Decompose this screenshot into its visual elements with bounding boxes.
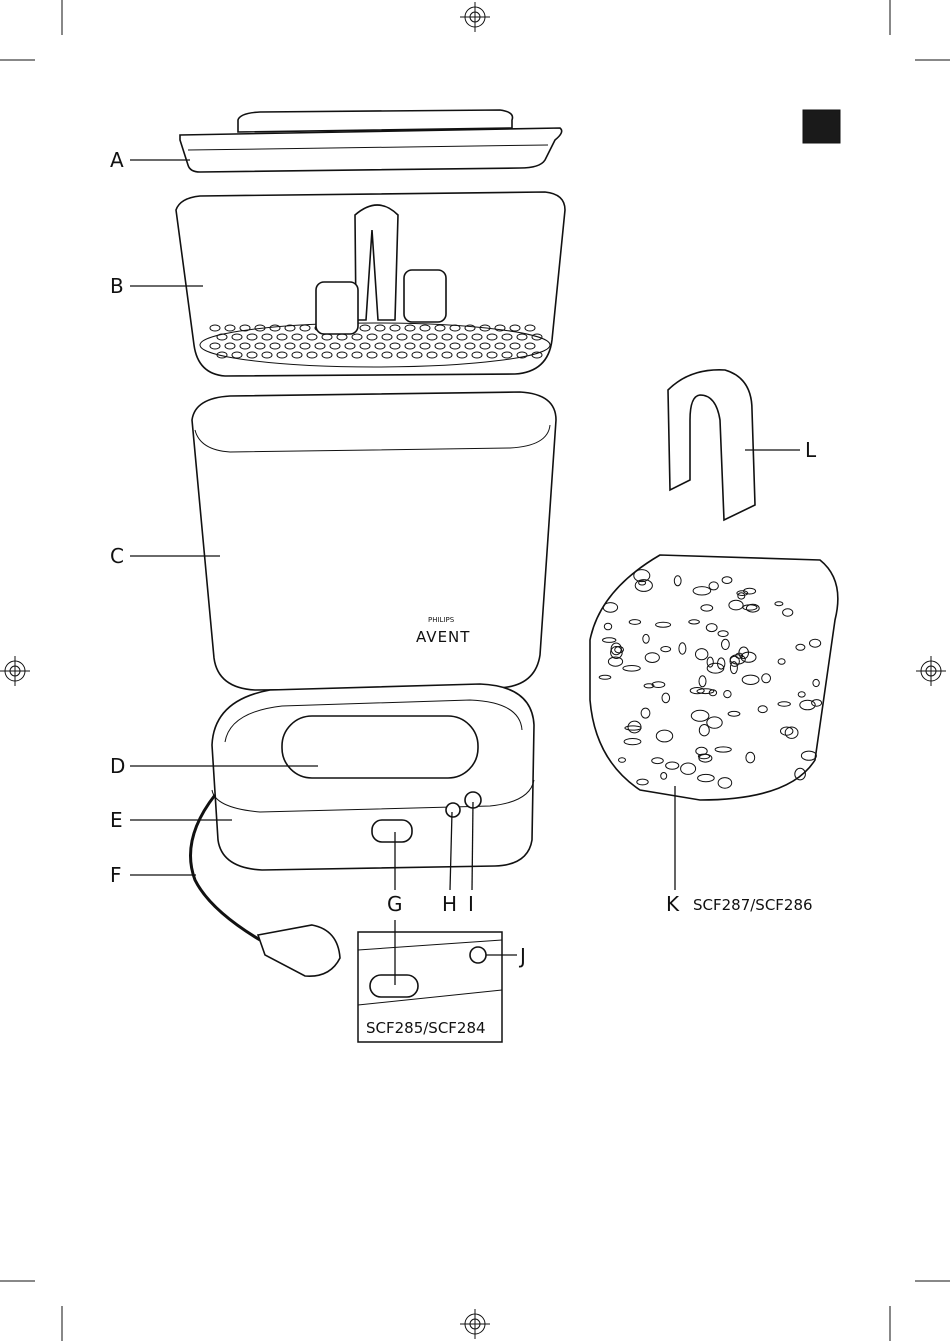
part-basket xyxy=(590,555,838,800)
label-i: I xyxy=(468,892,474,916)
label-j: J xyxy=(518,944,526,968)
label-l: L xyxy=(805,438,817,462)
part-clip xyxy=(668,370,755,520)
label-b: B xyxy=(110,274,124,298)
label-f: F xyxy=(110,863,122,887)
part-heating-base xyxy=(212,684,534,870)
label-a: A xyxy=(110,148,124,172)
brand-logo: AVENT xyxy=(416,628,470,646)
language-tab xyxy=(803,110,840,143)
label-e: E xyxy=(110,808,123,832)
part-lid xyxy=(180,110,562,172)
part-body: PHILIPS AVENT xyxy=(192,392,556,690)
brand-top: PHILIPS xyxy=(428,616,455,624)
label-d: D xyxy=(110,754,125,778)
inset-panel: SCF285/SCF284 xyxy=(358,932,502,1042)
model-k: SCF287/SCF286 xyxy=(693,896,813,914)
label-c: C xyxy=(110,544,124,568)
label-g: G xyxy=(387,892,403,916)
part-bottle-rack xyxy=(176,192,565,376)
label-k: K xyxy=(666,892,680,916)
label-h: H xyxy=(442,892,457,916)
inset-model: SCF285/SCF284 xyxy=(366,1019,486,1037)
